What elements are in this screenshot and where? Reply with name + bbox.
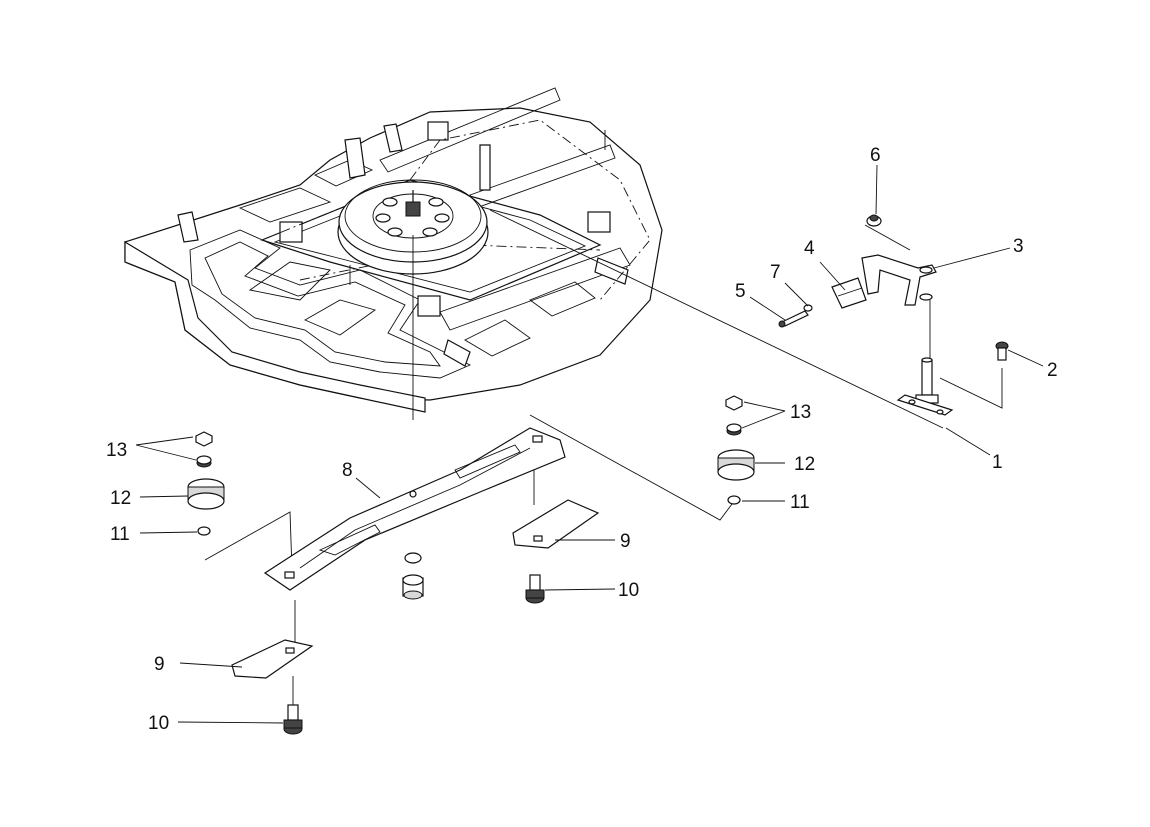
callout-10-left: 10	[148, 713, 169, 734]
bolt-left	[283, 704, 303, 735]
callout-9-left: 9	[154, 654, 165, 675]
spindle-pulley	[337, 179, 489, 275]
callout-13-left: 13	[106, 440, 127, 461]
callout-2: 2	[1047, 360, 1058, 381]
callout-12-left: 12	[110, 488, 131, 509]
blade-tip-right	[512, 499, 600, 549]
bracket-assembly	[778, 214, 1009, 416]
callout-5: 5	[735, 281, 746, 302]
deck-reference-outline	[261, 119, 651, 301]
center-nut	[402, 552, 424, 600]
assembly-lines	[204, 209, 1003, 705]
callout-3: 3	[1013, 236, 1024, 257]
callout-8: 8	[342, 460, 353, 481]
callout-11-right: 11	[790, 492, 810, 513]
mount-stack-left	[187, 431, 225, 536]
callout-9-right: 9	[620, 531, 631, 552]
callout-6: 6	[870, 145, 881, 166]
callout-1: 1	[992, 452, 1003, 473]
callout-labels: 1 2 3 4 5 6 7 8 9 9 10 10 11 11 12 12 13…	[106, 145, 1058, 734]
callout-7: 7	[770, 262, 781, 283]
callout-12-right: 12	[794, 454, 815, 475]
callout-13-right: 13	[790, 402, 811, 423]
bolt-right	[525, 574, 545, 604]
blade-tip-left	[231, 639, 314, 679]
main-blade	[263, 427, 566, 591]
callout-4: 4	[804, 238, 815, 259]
callout-leaders	[135, 164, 1044, 724]
callout-10-right: 10	[618, 580, 639, 601]
mount-stack-right	[717, 395, 755, 505]
callout-11-left: 11	[110, 524, 130, 545]
